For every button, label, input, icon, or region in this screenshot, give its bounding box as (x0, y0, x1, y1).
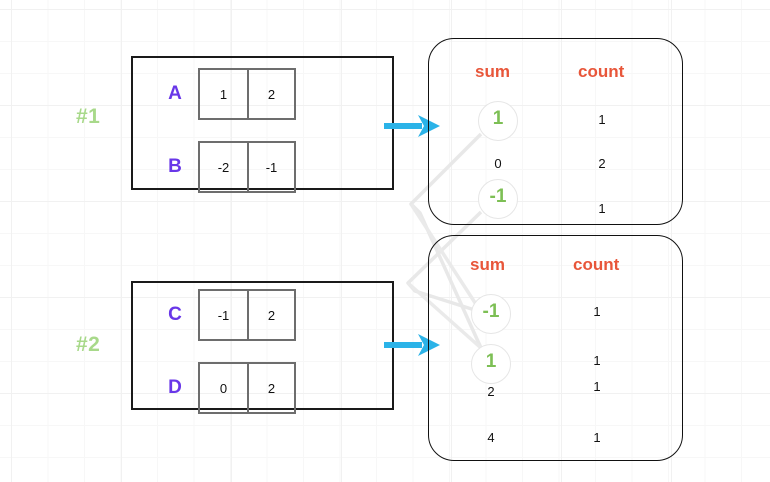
map-1-row-0-count: 1 (598, 112, 606, 127)
array-cell-c-1: 2 (247, 291, 294, 339)
map-2-row-0-count: 1 (593, 304, 601, 319)
map-1-row-1-sum: 0 (494, 156, 502, 171)
array-row-d: D 0 2 (152, 362, 296, 414)
map-1-row-2-highlight-ring (478, 179, 518, 219)
map-1-row-2-count: 1 (598, 201, 606, 216)
map-1-header-count: count (578, 62, 625, 81)
map-2-row-1-count: 1 (593, 353, 601, 368)
map-2-header-sum: sum (470, 255, 505, 274)
array-row-a: A 1 2 (152, 68, 296, 120)
map-2-row-2-count: 1 (593, 379, 601, 394)
map-1-row-0-sum: 1 (492, 108, 504, 129)
array-name-a: A (168, 83, 182, 104)
map-2-row-2-sum: 2 (487, 384, 495, 399)
map-1-header-sum: sum (475, 62, 510, 81)
array-cells-a: 1 2 (198, 68, 296, 120)
map-1-row-1-count: 2 (598, 156, 606, 171)
array-cell-a-1: 2 (247, 70, 294, 118)
array-cell-a-0: 1 (219, 86, 228, 102)
array-cell-b-0: -2 (217, 159, 230, 175)
map-2-row-1-highlight-ring (471, 344, 511, 384)
map-2-row-3-sum: 4 (487, 430, 495, 445)
array-name-c: C (168, 304, 182, 325)
array-name-b: B (168, 156, 182, 177)
map-2-row-0-highlight-ring (471, 294, 511, 334)
group-label-2: #2 (76, 333, 101, 356)
array-row-b: B -2 -1 (152, 141, 296, 193)
array-name-d: D (168, 377, 182, 398)
map-2-row-0-sum: -1 (482, 301, 500, 322)
array-cells-b: -2 -1 (198, 141, 296, 193)
map-1-row-0-highlight-ring (478, 101, 518, 141)
map-panel-2 (428, 235, 683, 461)
array-row-c: C -1 2 (152, 289, 296, 341)
array-cells-c: -1 2 (198, 289, 296, 341)
array-cell-d-0: 0 (219, 380, 228, 396)
map-2-row-3-count: 1 (593, 430, 601, 445)
feed-arrow-2-icon (384, 334, 440, 356)
group-label-1: #1 (76, 105, 101, 128)
map-2-row-1-sum: 1 (485, 351, 497, 372)
feed-arrow-1-icon (384, 115, 440, 137)
map-2-header-count: count (573, 255, 620, 274)
array-cell-b-1: -1 (247, 143, 294, 191)
map-1-row-2-sum: -1 (489, 186, 507, 207)
array-cell-d-1: 2 (247, 364, 294, 412)
map-panel-1 (428, 38, 683, 225)
array-cells-d: 0 2 (198, 362, 296, 414)
array-cell-c-0: -1 (217, 307, 230, 323)
